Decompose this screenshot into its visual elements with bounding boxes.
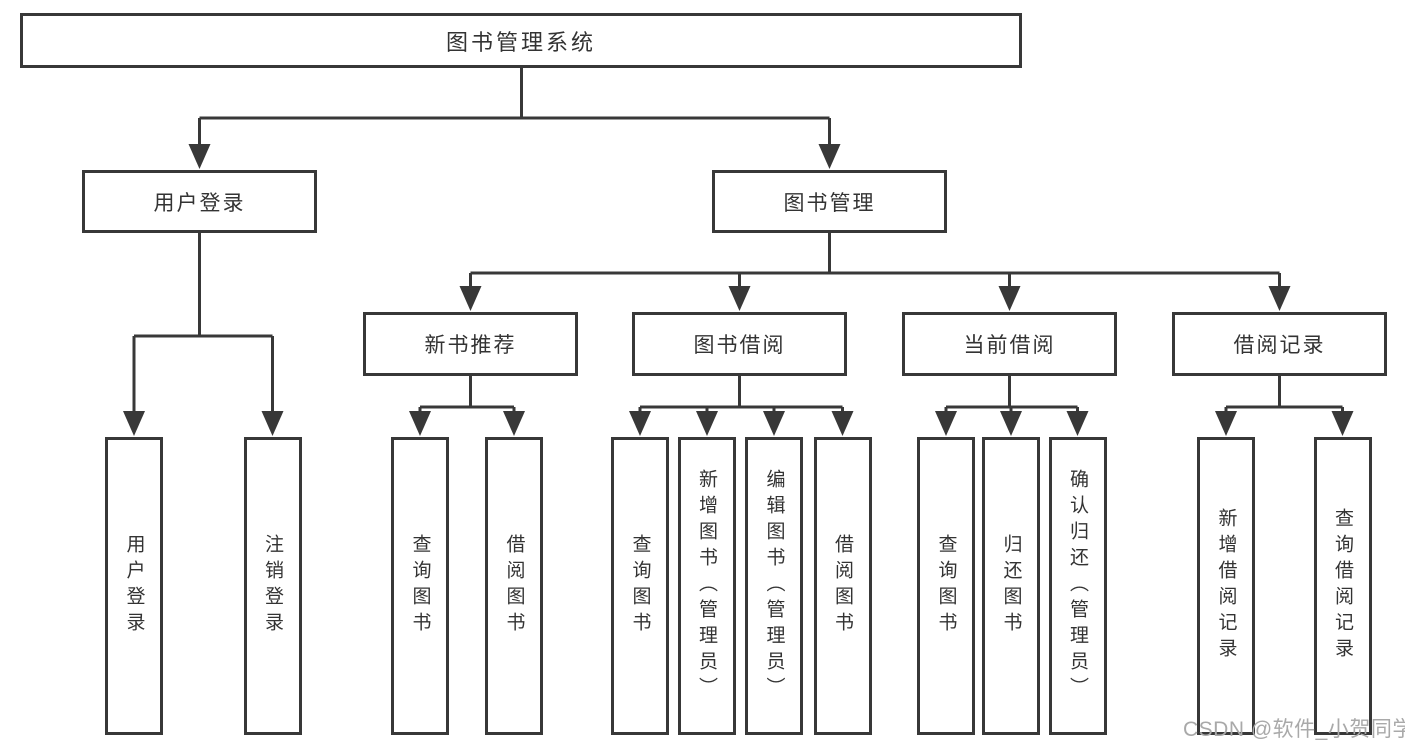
node-label: 查询借阅记录 — [1332, 508, 1353, 664]
node-label: 编辑图书（管理员） — [763, 469, 785, 703]
node-label: 注销登录 — [262, 534, 283, 638]
arrow-down-icon — [503, 411, 525, 436]
node-label: 图书管理 — [783, 191, 876, 215]
node-book-borrow: 图书借阅 — [632, 312, 847, 376]
node-label: 当前借阅 — [963, 334, 1056, 357]
arrow-down-icon — [763, 411, 785, 436]
node-label: 借阅图书 — [832, 534, 853, 638]
node-label: 归还图书 — [1000, 534, 1022, 638]
node-label: 用户登录 — [153, 191, 246, 215]
node-label: 借阅图书 — [503, 534, 525, 638]
node-current-borrow: 当前借阅 — [902, 312, 1117, 376]
node-label: 新增借阅记录 — [1215, 508, 1237, 664]
leaf-user-login: 用户登录 — [105, 437, 163, 735]
arrowheads — [123, 144, 1354, 436]
node-library-system: 图书管理系统 — [20, 13, 1022, 68]
node-label: 用户登录 — [123, 534, 145, 638]
arrow-down-icon — [1268, 286, 1291, 311]
arrow-down-icon — [1331, 411, 1354, 436]
arrow-down-icon — [261, 411, 284, 436]
node-label: 图书借阅 — [693, 334, 786, 357]
arrow-down-icon — [123, 411, 145, 436]
leaf-query-borrow-record: 查询借阅记录 — [1313, 437, 1372, 735]
node-label: 确认归还（管理员） — [1067, 469, 1088, 703]
node-label: 查询图书 — [935, 534, 957, 638]
leaf-query-books-current: 查询图书 — [917, 437, 975, 735]
arrow-down-icon — [831, 411, 854, 436]
node-user-login: 用户登录 — [82, 170, 317, 233]
leaf-query-books-recommend: 查询图书 — [391, 437, 449, 735]
node-borrow-records: 借阅记录 — [1172, 312, 1387, 376]
leaf-query-books-borrow: 查询图书 — [611, 437, 669, 735]
arrow-down-icon — [409, 411, 431, 436]
leaf-add-borrow-record: 新增借阅记录 — [1197, 437, 1255, 735]
node-label: 查询图书 — [629, 534, 651, 638]
leaf-confirm-return-admin: 确认归还（管理员） — [1048, 437, 1107, 735]
node-new-book-recommend: 新书推荐 — [363, 312, 578, 376]
arrow-down-icon — [629, 411, 651, 436]
leaf-add-book-admin: 新增图书（管理员） — [677, 437, 736, 735]
csdn-watermark: CSDN @软件_小贺同学 — [1183, 718, 1405, 741]
arrow-down-icon — [818, 144, 841, 169]
arrow-down-icon — [728, 286, 751, 311]
arrow-down-icon — [935, 411, 957, 436]
node-label: 图书管理系统 — [445, 29, 596, 55]
leaf-logout: 注销登录 — [243, 437, 302, 735]
node-label: 查询图书 — [409, 534, 431, 638]
node-label: 借阅记录 — [1233, 334, 1326, 357]
leaf-edit-book-admin: 编辑图书（管理员） — [745, 437, 803, 735]
arrow-down-icon — [459, 286, 482, 311]
leaf-borrow-books: 借阅图书 — [813, 437, 872, 735]
arrow-down-icon — [696, 411, 718, 436]
leaf-return-books: 归还图书 — [982, 437, 1040, 735]
arrow-down-icon — [1066, 411, 1089, 436]
node-label: 新增图书（管理员） — [696, 469, 717, 703]
node-label: 新书推荐 — [424, 334, 517, 357]
arrow-down-icon — [1000, 411, 1022, 436]
arrow-down-icon — [998, 286, 1021, 311]
arrow-down-icon — [188, 144, 211, 169]
node-book-management: 图书管理 — [712, 170, 947, 233]
arrow-down-icon — [1215, 411, 1237, 436]
leaf-borrow-books-recommend: 借阅图书 — [485, 437, 543, 735]
